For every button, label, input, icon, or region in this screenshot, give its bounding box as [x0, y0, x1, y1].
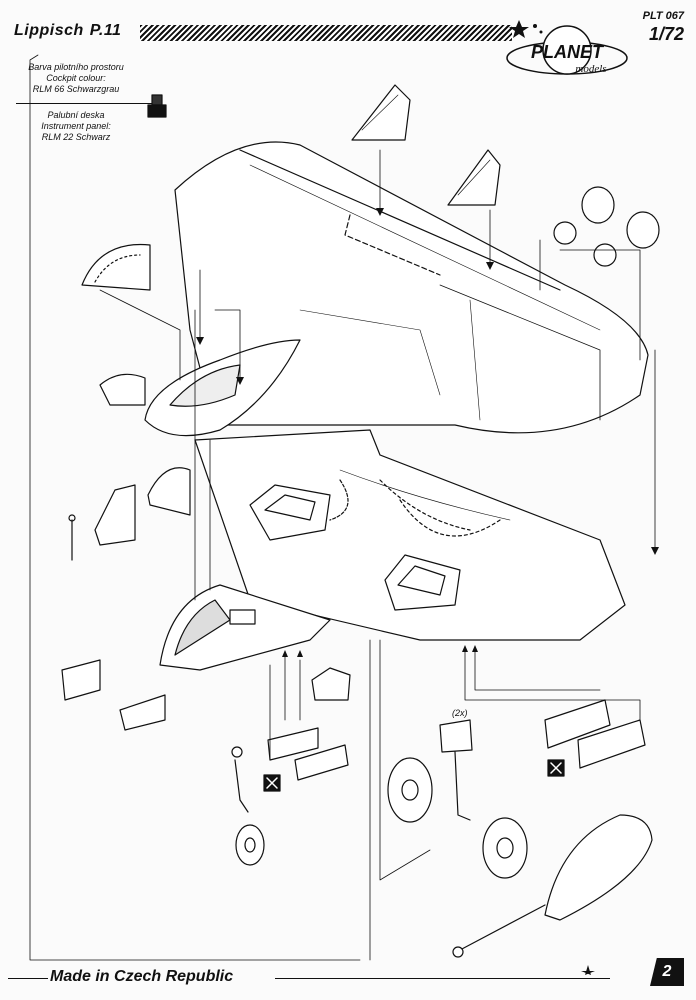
logo-sub-text: models: [575, 63, 606, 75]
aircraft-model: P.11: [89, 22, 122, 39]
notes-divider: [16, 103, 154, 104]
planet-stars-icon: [509, 20, 529, 38]
canopy-part: [81, 243, 151, 291]
panel-note-color: RLM 22 Schwarz: [41, 132, 111, 142]
arrow-markers: [196, 208, 659, 657]
assembly-lines: [29, 54, 656, 961]
footer-rule-right: [275, 978, 610, 979]
aircraft-name: Lippisch: [14, 22, 84, 39]
control-stick-part: [68, 514, 76, 561]
compass-star-icon: [581, 965, 595, 975]
bulkhead-part: [99, 373, 191, 516]
drop-tank: [452, 814, 653, 958]
landing-gear: [231, 719, 528, 879]
kit-scale: 1/72: [648, 24, 684, 44]
cockpit-note-cz: Barva pilotního prostoru: [28, 62, 124, 72]
kit-code: PLT 067: [642, 10, 684, 22]
panel-note-cz: Palubní deska: [47, 110, 105, 120]
engine-intakes: [553, 186, 660, 267]
wheel-well-right: [384, 554, 461, 611]
gear-door-parts: [61, 659, 646, 781]
colour-notes: Barva pilotního prostoru Cockpit colour:…: [16, 62, 154, 143]
fuselage-top: [144, 339, 301, 437]
wing-upper: [174, 141, 649, 434]
made-in-label: Made in Czech Republic: [50, 968, 234, 985]
panel-note-en: Instrument panel:: [41, 121, 111, 131]
cut-mark-icon: [263, 759, 565, 792]
fuselage-bottom: [159, 584, 331, 671]
seat-part: [94, 484, 136, 546]
cockpit-note-color: RLM 66 Schwarzgrau: [32, 84, 120, 94]
fin-right: [447, 149, 501, 206]
cockpit-note-en: Cockpit colour:: [46, 73, 106, 83]
planet-models-logo: PLANET models: [506, 20, 628, 75]
paint-pot-icon: [147, 94, 167, 118]
footer-rule-left: [8, 978, 48, 979]
page-number: 2: [650, 958, 684, 986]
wheel-well-left: [249, 484, 331, 541]
page-title: Lippisch P.11: [14, 22, 121, 40]
fin-left: [351, 84, 411, 141]
logo-main-text: PLANET: [531, 42, 605, 62]
times-two-label: (2x): [452, 708, 468, 718]
title-hatch-bar: [140, 25, 512, 41]
